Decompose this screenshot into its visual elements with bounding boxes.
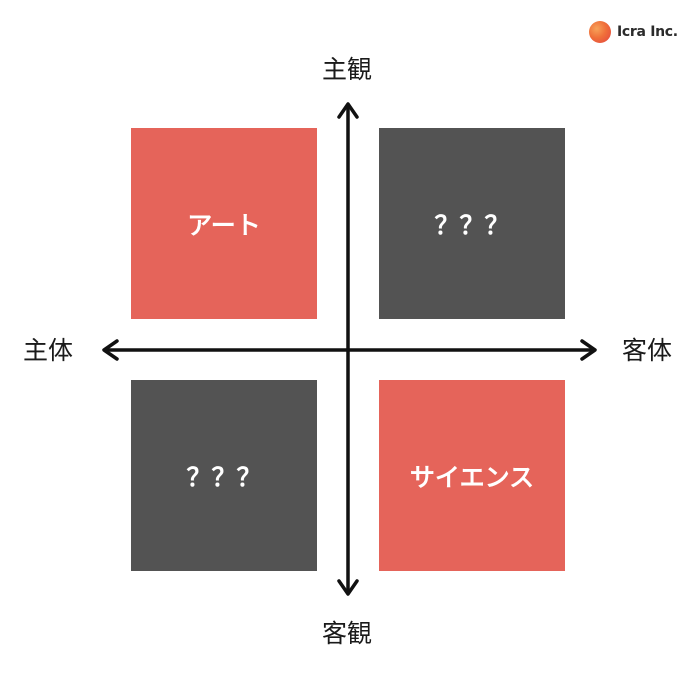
arrow-left-icon bbox=[102, 339, 119, 361]
brand-logo: Icra Inc. bbox=[589, 21, 678, 43]
quadrant-bottom-left-label: ？？？ bbox=[186, 462, 262, 492]
quadrant-top-left: アート bbox=[131, 128, 317, 319]
logo-mark-icon bbox=[589, 21, 611, 43]
logo-text: Icra Inc. bbox=[617, 24, 678, 40]
axis-label-left: 主体 bbox=[23, 336, 74, 365]
arrow-right-icon bbox=[580, 339, 597, 361]
axis-label-bottom: 客観 bbox=[322, 619, 373, 648]
quadrant-bottom-right: サイエンス bbox=[379, 380, 565, 571]
axis-label-right: 客体 bbox=[622, 336, 673, 365]
axis-label-top: 主観 bbox=[322, 55, 373, 84]
quadrant-top-left-label: アート bbox=[187, 210, 261, 240]
arrow-down-icon bbox=[337, 579, 359, 596]
quadrant-bottom-right-label: サイエンス bbox=[409, 462, 535, 492]
quadrant-top-right-label: ？？？ bbox=[434, 210, 510, 240]
quadrant-top-right: ？？？ bbox=[379, 128, 565, 319]
quadrant-bottom-left: ？？？ bbox=[131, 380, 317, 571]
arrow-up-icon bbox=[337, 102, 359, 119]
